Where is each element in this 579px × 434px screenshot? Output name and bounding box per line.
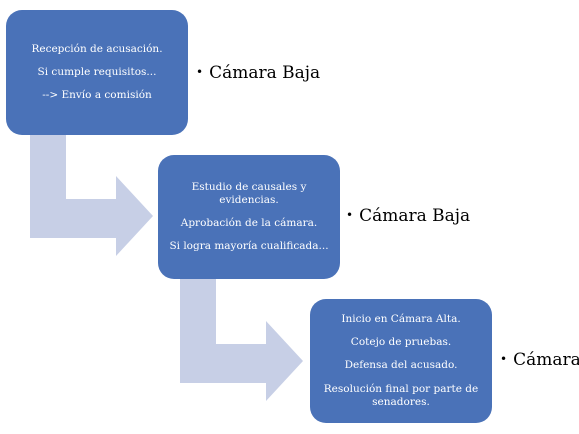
step-1-line-1: Recepción de acusación.	[31, 42, 163, 55]
step-1-line-3: --> Envío a comisión	[42, 89, 152, 102]
step-3-line-3: Defensa del acusado.	[344, 359, 458, 372]
step-2-line-2: Aprobación de la cámara.	[180, 217, 318, 229]
step-2-chamber-text: Cámara Baja	[359, 206, 471, 226]
bullet-icon: •	[196, 65, 204, 79]
bent-arrow-1	[30, 135, 153, 256]
step-2-line-1: Estudio de causales y evidencias.	[191, 180, 307, 206]
step-3-chamber-text: Cámara	[513, 350, 579, 370]
step-1-chamber-text: Cámara Baja	[209, 63, 321, 83]
bullet-icon: •	[346, 208, 354, 222]
step-box-1: Recepción de acusación. Si cumple requis…	[6, 10, 188, 135]
bullet-icon: •	[500, 352, 508, 366]
step-box-2: Estudio de causales y evidencias. Aproba…	[158, 155, 340, 279]
step-3-line-2: Cotejo de pruebas.	[350, 336, 452, 349]
step-1-chamber-label: • Cámara Baja	[196, 63, 320, 83]
step-2-line-3: Si logra mayoría cualificada...	[169, 240, 329, 253]
step-box-3: Inicio en Cámara Alta. Cotejo de pruebas…	[310, 299, 492, 423]
step-3-line-1: Inicio en Cámara Alta.	[341, 313, 461, 326]
bent-arrow-2	[180, 279, 303, 401]
step-3-chamber-label: • Cámara	[500, 350, 579, 370]
step-2-chamber-label: • Cámara Baja	[346, 206, 470, 226]
step-1-line-2: Si cumple requisitos...	[37, 65, 157, 78]
step-3-line-4: Resolución final por parte de senadores.	[323, 382, 479, 408]
